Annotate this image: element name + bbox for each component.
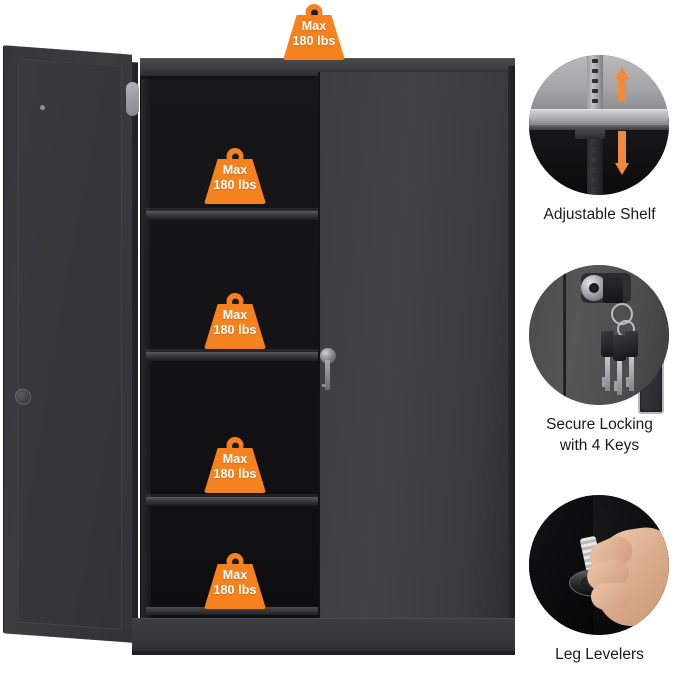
- weight-badge-line2: 180 lbs: [292, 34, 336, 48]
- weight-badge: Max 180 lbs: [204, 553, 266, 609]
- cabinet-right-edge: [508, 66, 515, 622]
- feature-label: Secure Locking with 4 Keys: [520, 414, 679, 456]
- shelf-bracket: [575, 129, 605, 139]
- door-seam: [563, 265, 566, 405]
- shelf-1: [146, 208, 326, 220]
- cabinet-interior-left-wall: [141, 74, 151, 622]
- shelf-board: [529, 109, 669, 126]
- door-bumper-icon: [126, 82, 139, 116]
- lock-and-keys-icon: [529, 265, 669, 405]
- lock-cylinder-icon: [581, 275, 607, 301]
- arrow-up-icon: [615, 67, 629, 101]
- weight-badge-line1: Max: [222, 568, 248, 582]
- weight-badge-line2: 180 lbs: [213, 467, 257, 481]
- finger-icon: [590, 581, 632, 611]
- weight-badge: Max 180 lbs: [283, 4, 345, 60]
- weight-badge-line2: 180 lbs: [213, 178, 257, 192]
- adjustable-shelf-icon: [529, 55, 669, 195]
- cabinet-base: [132, 618, 515, 655]
- shelf-2: [146, 349, 326, 361]
- arrow-down-icon: [615, 131, 629, 175]
- shelf-3: [146, 494, 326, 506]
- feature-panel: Adjustable Shelf: [520, 0, 679, 673]
- feature-label: Adjustable Shelf: [520, 204, 679, 225]
- left-door[interactable]: [4, 45, 132, 643]
- feature-label-line1: Leg Levelers: [555, 646, 644, 663]
- weight-badge-line1: Max: [222, 308, 248, 322]
- weight-badge: Max 180 lbs: [204, 437, 266, 493]
- feature-label: Leg Levelers: [520, 644, 679, 665]
- cabinet-illustration: Max 180 lbs Max 180 lbs Max 180 lbs: [0, 0, 520, 673]
- feature-adjustable-shelf: Adjustable Shelf: [520, 55, 679, 225]
- left-door-panel: [18, 58, 122, 630]
- cabinet-underside: [529, 495, 593, 635]
- weight-badge-line1: Max: [222, 163, 248, 177]
- hinge-screw-icon: [40, 104, 45, 111]
- inserted-key-icon: [603, 273, 623, 303]
- feature-label-line1: Secure Locking: [546, 416, 653, 433]
- door-lock-icon[interactable]: [320, 348, 336, 364]
- weight-badge-line2: 180 lbs: [213, 323, 257, 337]
- weight-badge: Max 180 lbs: [204, 148, 266, 204]
- right-door[interactable]: [318, 72, 664, 620]
- feature-secure-locking: Secure Locking with 4 Keys: [520, 265, 679, 456]
- feature-label-line2: with 4 Keys: [559, 437, 640, 454]
- hinge-icon: [15, 388, 31, 406]
- feature-label-line1: Adjustable Shelf: [543, 206, 656, 223]
- cabinet-floor: [146, 607, 326, 615]
- leg-leveler-icon: ✕: [529, 495, 669, 635]
- weight-badge: Max 180 lbs: [204, 293, 266, 349]
- weight-badge-line2: 180 lbs: [213, 583, 257, 597]
- feature-leg-levelers: ✕ Leg Levelers: [520, 495, 679, 665]
- shelf-lip: [529, 125, 669, 130]
- door-key-icon: [322, 360, 330, 390]
- weight-badge-line1: Max: [222, 452, 248, 466]
- weight-badge-line1: Max: [301, 19, 327, 33]
